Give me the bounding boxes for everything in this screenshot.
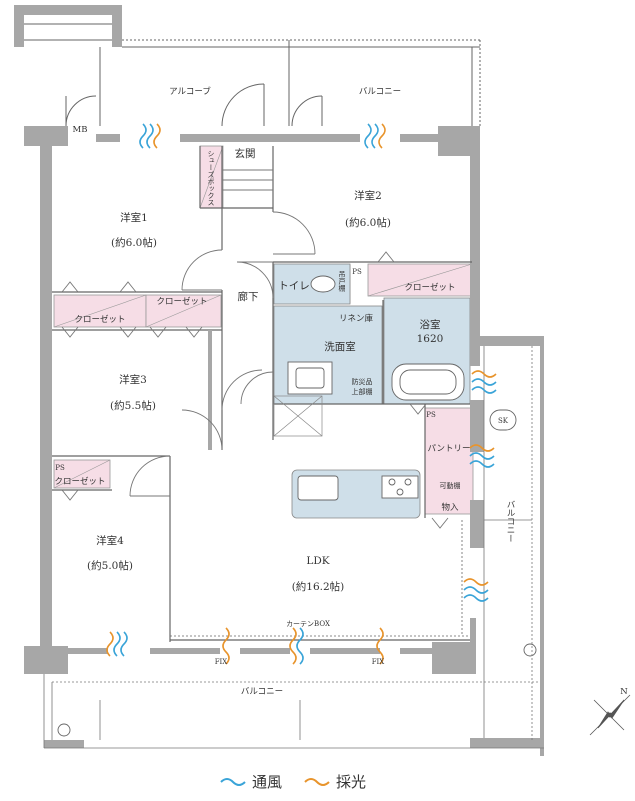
storage-diagonals: [53, 145, 473, 489]
pantry-label: パントリー: [428, 444, 471, 454]
room-western2-name: 洋室2: [354, 189, 382, 202]
room-western4-size: (約5.0帖): [87, 559, 133, 572]
room-toilet: トイレ: [278, 280, 310, 292]
door-swings: [61, 169, 449, 529]
floor-hatch: [273, 395, 323, 437]
light-wave-icon: [304, 778, 330, 786]
legend-lighting: 採光: [304, 771, 366, 792]
room-western1-size: (約6.0帖): [111, 236, 157, 249]
room-bath-size: 1620: [417, 333, 444, 345]
airflow-top-right: [364, 123, 386, 149]
upper-outline: [14, 5, 481, 127]
room-western3-size: (約5.5帖): [110, 399, 156, 412]
shoebox-label: シューズボックス: [207, 150, 215, 206]
airflow-pantry: [469, 444, 495, 468]
airflow-bath: [471, 370, 497, 394]
security-cabinet-label-1: 防災品: [352, 377, 373, 386]
balcony-right-label: バルコニー: [505, 500, 515, 543]
room-western3-name: 洋室3: [119, 373, 147, 386]
balcony-bottom-label: バルコニー: [241, 687, 283, 697]
room-ldk-size: (約16.2帖): [292, 580, 345, 593]
airflow-symbols: [106, 123, 497, 665]
partitions: [52, 146, 472, 642]
legend-lighting-label: 採光: [336, 772, 367, 791]
airflow-bottom-left: [106, 631, 128, 657]
balcony-outline: [43, 346, 544, 749]
closet-western2-label: クローゼット: [404, 282, 455, 293]
closet-western4-label: クローゼット: [54, 476, 105, 487]
wind-wave-icon: [220, 778, 246, 786]
room-western2-size: (約6.0帖): [345, 216, 391, 229]
compass-icon: [589, 694, 631, 736]
storeroom-label: 物入: [441, 502, 459, 513]
curtain-box-label: カーテンBOX: [286, 620, 330, 628]
labels: 洋室1 (約6.0帖) 洋室2 (約6.0帖) 洋室3 (約5.5帖) 洋室4 …: [54, 86, 628, 697]
security-cabinet-label-2: 上部棚: [352, 387, 373, 396]
walls: [24, 126, 544, 756]
closet-western3-label: クローゼット: [156, 296, 207, 307]
legend-ventilation: 通風: [220, 771, 282, 792]
room-western4-name: 洋室4: [96, 534, 124, 547]
hanging-cabinet-label: 吊戸棚: [338, 271, 346, 293]
room-ldk-name: LDK: [306, 555, 329, 567]
room-washroom: 洗面室: [324, 340, 356, 353]
fixtures: [57, 275, 537, 737]
airflow-bottom-center: [222, 627, 384, 665]
closet-western1-label: クローゼット: [74, 314, 125, 325]
ps-label-1: PS: [352, 268, 362, 276]
airflow-top-left: [139, 123, 161, 149]
legend-ventilation-label: 通風: [252, 772, 283, 791]
balcony-top-label: バルコニー: [359, 87, 401, 97]
room-bath-name: 浴室: [420, 318, 441, 331]
linen-label: リネン庫: [339, 313, 374, 324]
sk-label: SK: [498, 417, 509, 425]
legend: 通風 採光: [220, 770, 366, 792]
room-hallway: 廊下: [238, 290, 259, 303]
north-label: N: [620, 687, 628, 697]
alcove-label: アルコーブ: [169, 86, 211, 97]
room-entrance: 玄関: [235, 147, 256, 160]
fix-label-1: FIX: [215, 658, 228, 666]
ps-label-3: PS: [426, 411, 436, 419]
mb-label: MB: [73, 125, 88, 135]
airflow-ldk-right: [463, 578, 489, 602]
room-western1-name: 洋室1: [120, 211, 148, 224]
fix-label-2: FIX: [372, 658, 385, 666]
ps-label-2: PS: [55, 464, 65, 472]
movable-shelf-label: 可動棚: [440, 481, 461, 490]
